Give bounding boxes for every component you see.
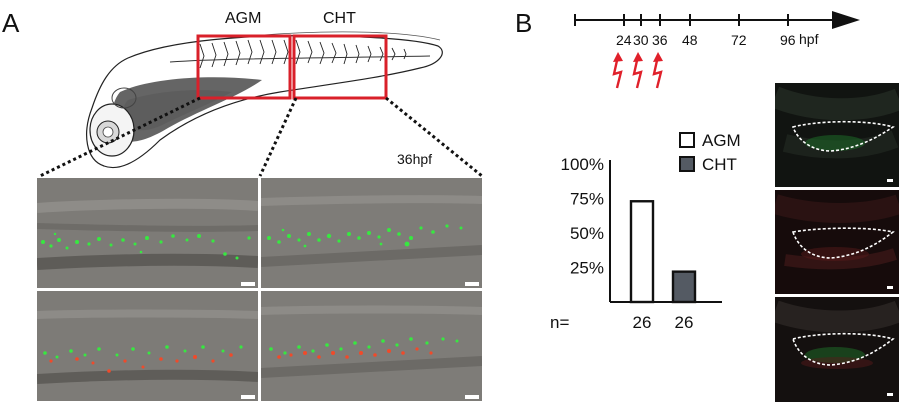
timeline-tick-label: 96 <box>780 32 796 48</box>
timeline-tick-label: 30 <box>633 32 649 48</box>
bar-chart: 25% 50% 75% 100% 26 26 n= AGM CHT <box>550 131 741 332</box>
y-tick-label: 25% <box>570 259 604 278</box>
timeline-axis <box>574 11 860 29</box>
bar-cht <box>671 270 697 304</box>
n-value-label: 26 <box>675 313 694 332</box>
embryo-illustration <box>39 31 483 178</box>
scale-bar <box>465 395 479 399</box>
y-tick-label: 100% <box>561 155 604 174</box>
cht-region-box <box>292 34 388 100</box>
injection-arrows <box>612 52 663 89</box>
legend-label: AGM <box>702 131 741 150</box>
scale-bar <box>241 282 255 286</box>
agm-region-label: AGM <box>225 10 262 27</box>
bar-agm <box>629 200 655 304</box>
panel-b-letter: B <box>515 8 533 38</box>
timepoint-label: 36hpf <box>397 151 433 167</box>
micrograph-agm-merge <box>37 291 258 401</box>
timeline-tick-label: 72 <box>731 32 747 48</box>
right-image-green <box>775 83 899 187</box>
legend-label: CHT <box>702 155 737 174</box>
scale-bar <box>241 395 255 399</box>
right-image-merge <box>775 297 899 402</box>
scale-bar <box>887 393 893 396</box>
timeline-tick-label: 24 <box>616 32 632 48</box>
timeline-tick-label: 48 <box>682 32 698 48</box>
right-image-red <box>775 190 899 294</box>
n-value-label: 26 <box>633 313 652 332</box>
cht-region-label: CHT <box>323 10 356 27</box>
micrograph-agm-green <box>37 178 258 288</box>
scale-bar <box>887 286 893 289</box>
micrograph-cht-merge <box>261 291 482 401</box>
timeline-tick-label: 36 <box>652 32 668 48</box>
panel-a-letter: A <box>2 8 20 38</box>
scale-bar <box>887 179 893 182</box>
agm-region-box <box>196 34 292 100</box>
timeline-tick-marks <box>623 14 789 26</box>
legend-swatch <box>679 132 695 148</box>
y-tick-label: 75% <box>570 190 604 209</box>
micrograph-cht-green <box>261 178 482 288</box>
timeline-unit: hpf <box>799 31 819 47</box>
scale-bar <box>465 282 479 286</box>
y-tick-label: 50% <box>570 224 604 243</box>
legend-swatch <box>679 156 695 172</box>
n-label: n= <box>550 313 569 332</box>
